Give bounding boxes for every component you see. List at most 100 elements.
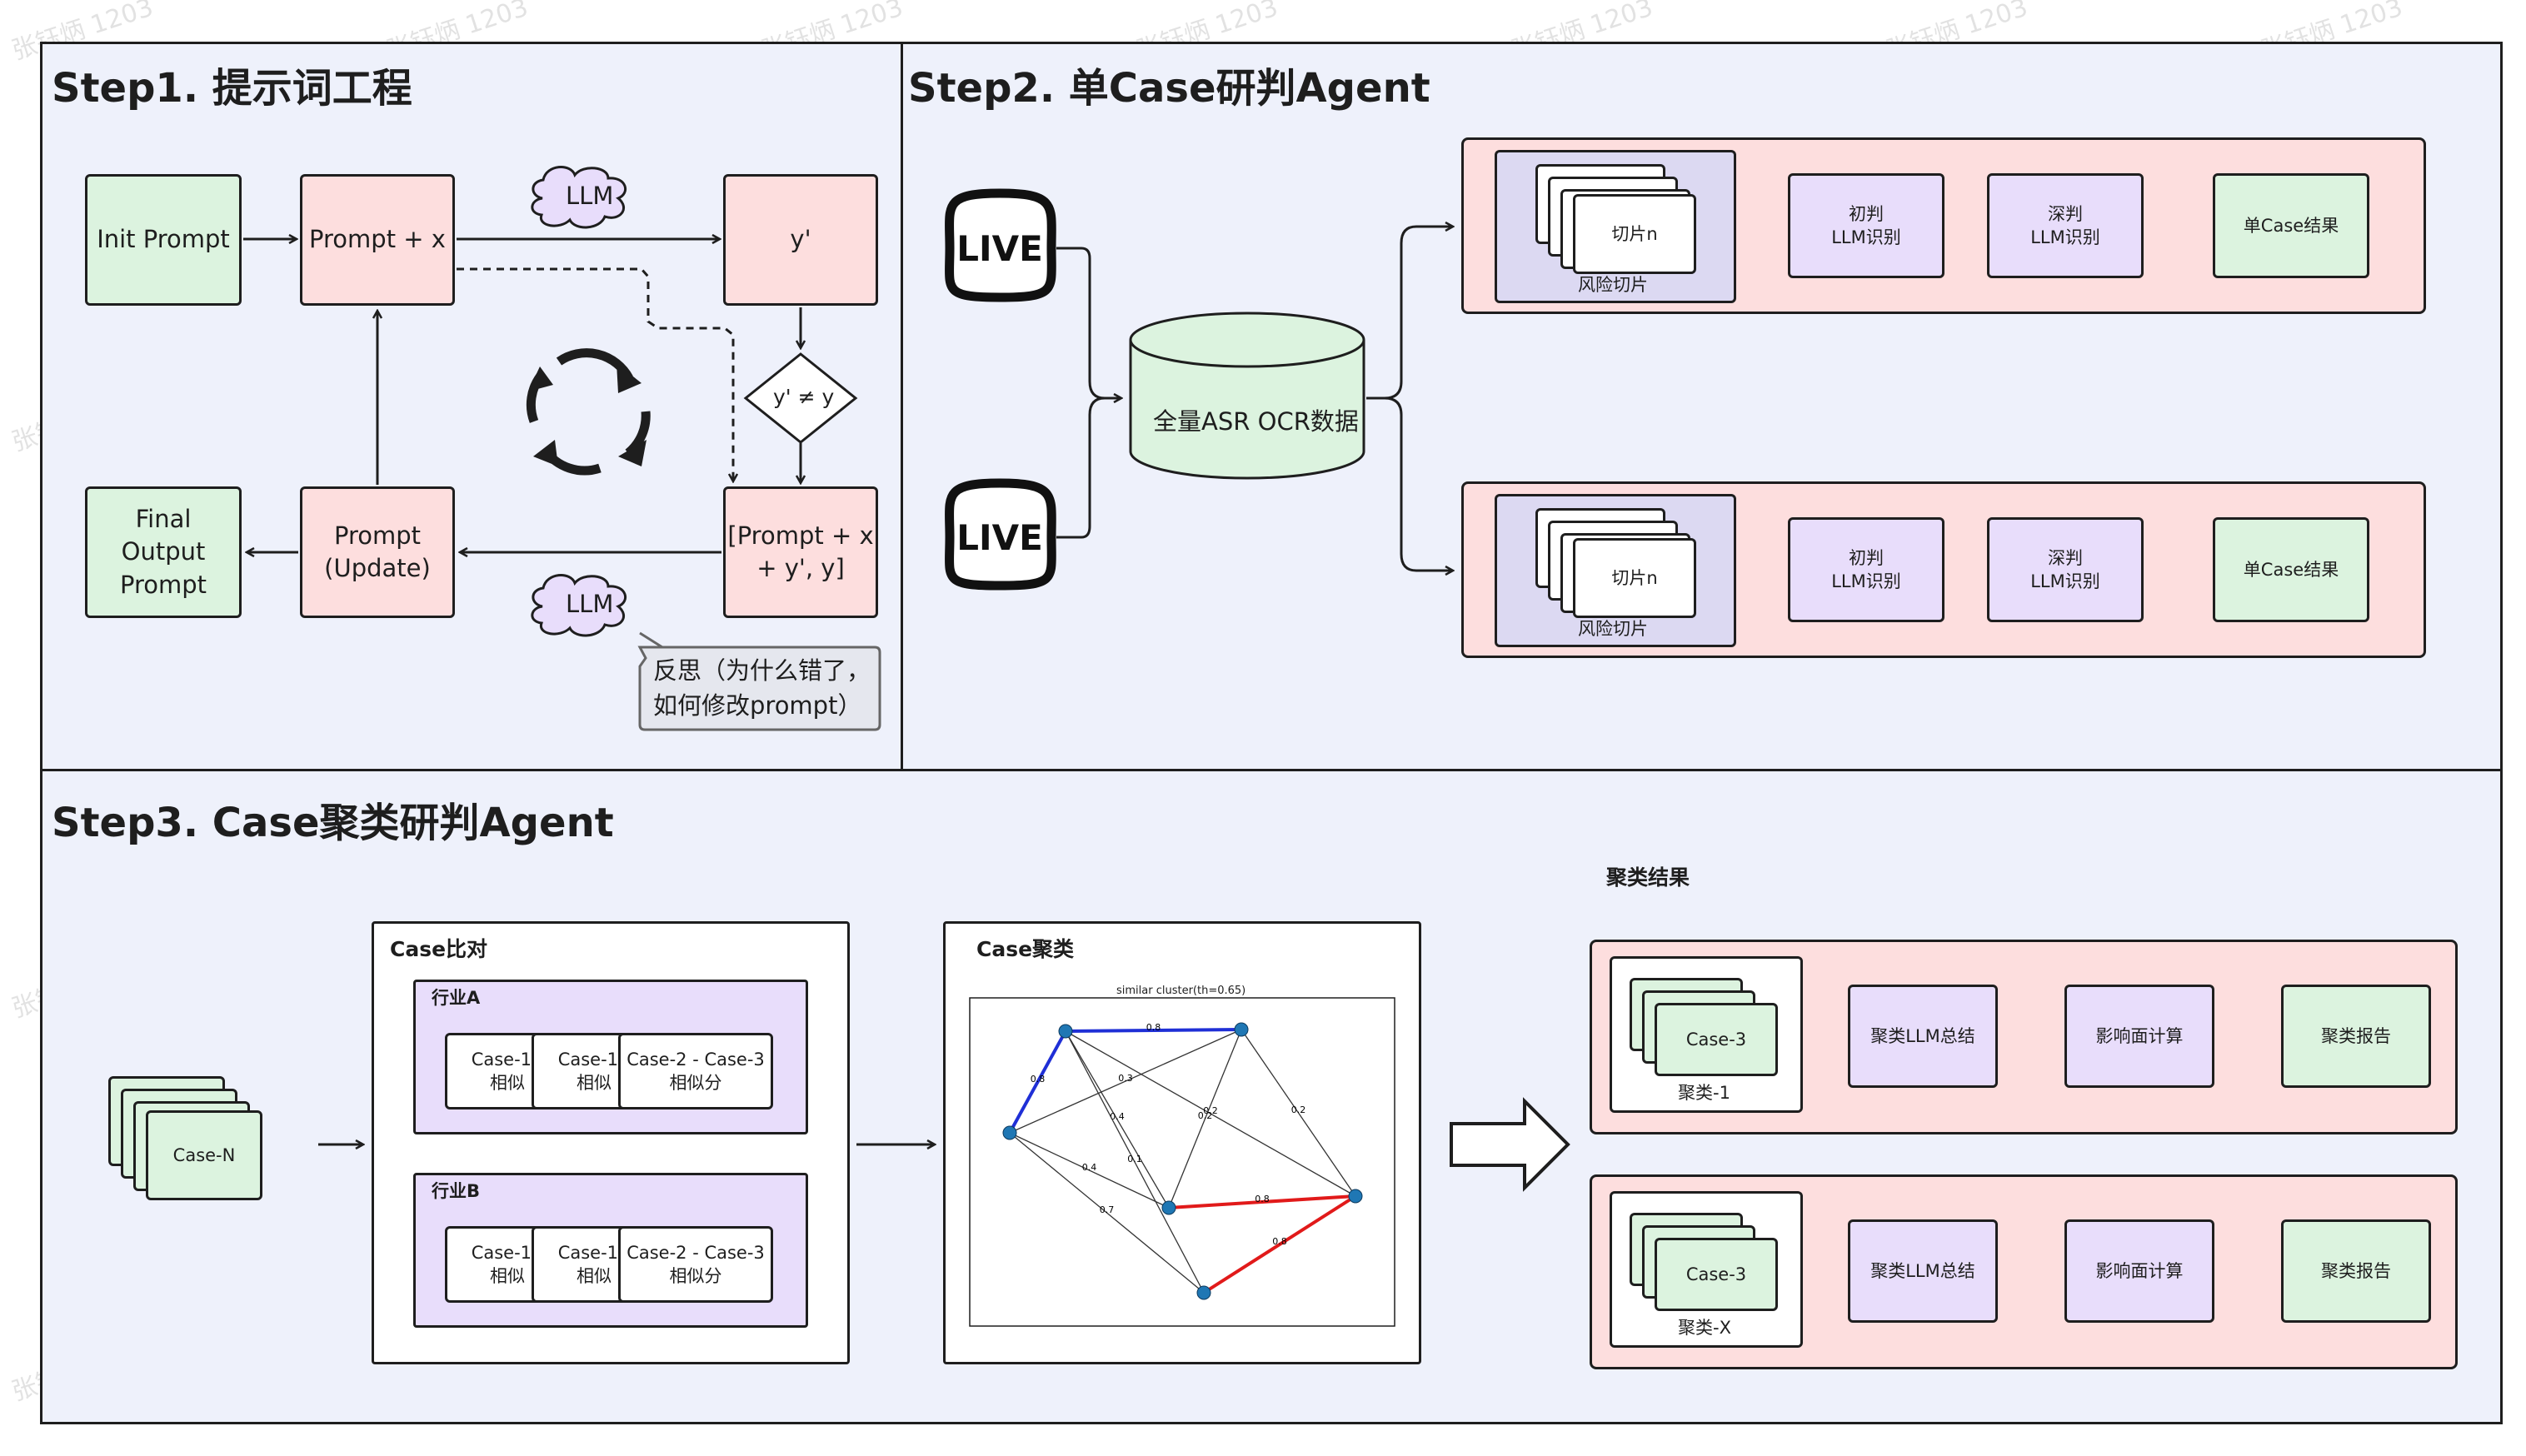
prompt-update-line1: Prompt	[333, 521, 422, 550]
final-output-box: Final Output Prompt	[85, 486, 242, 618]
cluster-report-2-label: 聚类报告	[2321, 1260, 2391, 1281]
initial-judge-2-line2: LLM识别	[1831, 571, 1901, 591]
init-prompt-box: Init Prompt	[85, 174, 242, 306]
pair-b2-line1: Case-1 -	[557, 1242, 631, 1263]
risk-slice-label-1: 风险切片	[1578, 275, 1648, 295]
init-prompt-label: Init Prompt	[97, 225, 230, 254]
case-cluster-title: Case聚类	[976, 937, 1075, 961]
graph-edge	[1241, 1029, 1356, 1197]
y-prime-box: y'	[723, 174, 878, 306]
graph-edge-label: 0.8	[1272, 1236, 1287, 1247]
big-right-arrow	[1450, 1097, 1570, 1192]
case-n-label: Case-N	[172, 1144, 236, 1165]
graph-edge-label: 0.4	[1082, 1162, 1097, 1173]
pair-a1-line1: Case-1 -	[471, 1049, 544, 1070]
cluster-graph: 0.80.80.40.10.20.20.20.30.40.70.80.8	[1002, 1022, 1363, 1300]
graph-node	[1234, 1022, 1249, 1037]
prompt-update-box: Prompt (Update)	[300, 486, 455, 618]
deep-judge-1-line1: 深判	[2048, 203, 2083, 224]
prompt-xyy-line2: + y', y]	[756, 554, 845, 582]
live-badge-top: LIVE	[945, 188, 1056, 302]
final-output-line1: Final	[135, 505, 192, 534]
impact-calc-1: 影响面计算	[2064, 985, 2214, 1088]
final-output-line2: Output	[121, 537, 206, 566]
slice-label-1: 切片n	[1611, 223, 1658, 244]
graph-edge-label: 0.8	[1255, 1194, 1270, 1204]
graph-edge	[1202, 1194, 1357, 1294]
initial-judge-2: 初判 LLM识别	[1788, 517, 1944, 622]
final-output-line3: Prompt	[119, 570, 207, 599]
graph-edge	[1009, 1029, 1242, 1134]
case-result-1: 单Case结果	[2213, 173, 2369, 278]
industry-b-label: 行业B	[432, 1181, 481, 1201]
prompt-x-box: Prompt + x	[300, 174, 455, 306]
prompt-xyy-box: [Prompt + x + y', y]	[723, 486, 878, 618]
initial-judge-1-line1: 初判	[1849, 203, 1884, 224]
graph-edge	[1168, 1029, 1242, 1209]
decision-diamond	[743, 352, 858, 444]
y-prime-label: y'	[790, 225, 811, 254]
cluster-card-1-label: Case-3	[1685, 1029, 1747, 1050]
graph-node	[1196, 1285, 1211, 1300]
graph-edge-label: 0.4	[1110, 1111, 1125, 1122]
slice-card-2: 切片n	[1573, 538, 1696, 618]
step1-title: Step1. 提示词工程	[52, 65, 412, 112]
step2-title: Step2. 单Case研判Agent	[908, 65, 1430, 112]
cluster-result-title: 聚类结果	[1606, 865, 1690, 890]
cluster-x-label: 聚类-X	[1678, 1318, 1731, 1338]
live-badge-bottom: LIVE	[945, 478, 1056, 591]
slice-label-2: 切片n	[1611, 567, 1658, 588]
graph-node	[1002, 1125, 1017, 1140]
cluster-summary-2-label: 聚类LLM总结	[1870, 1260, 1975, 1281]
graph-edge	[1065, 1030, 1170, 1209]
decision-label: y' ≠ y	[773, 385, 835, 409]
graph-edge	[1065, 1028, 1242, 1033]
case-result-2: 单Case结果	[2213, 517, 2369, 622]
cluster-card-2: Case-3	[1655, 1238, 1778, 1311]
refresh-cycle-arrowheads	[528, 363, 646, 466]
pair-b1-line2: 相似	[490, 1266, 525, 1286]
graph-edge	[1168, 1194, 1356, 1209]
pair-a3-line2: 相似分	[669, 1073, 722, 1093]
pair-b3-line2: 相似分	[669, 1266, 722, 1286]
pair-b1-line1: Case-1 -	[471, 1242, 544, 1263]
graph-title: similar cluster(th=0.65)	[1116, 985, 1246, 997]
graph-edge-label: 0.8	[1146, 1022, 1161, 1033]
impact-calc-1-label: 影响面计算	[2095, 1025, 2184, 1046]
risk-slice-label-2: 风险切片	[1578, 619, 1648, 639]
graph-edge-label: 0.1	[1127, 1154, 1142, 1164]
cluster-summary-1: 聚类LLM总结	[1848, 985, 1998, 1088]
live-label-bottom: LIVE	[956, 517, 1043, 558]
graph-frame	[969, 997, 1395, 1327]
initial-judge-2-line1: 初判	[1849, 547, 1884, 568]
cluster-report-1-label: 聚类报告	[2321, 1025, 2391, 1046]
graph-edge	[1008, 1030, 1067, 1134]
prompt-x-label: Prompt + x	[309, 225, 446, 254]
prompt-update-line2: (Update)	[324, 554, 431, 582]
reflection-line2: 如何修改prompt）	[653, 691, 862, 721]
database-cylinder	[1129, 312, 1365, 480]
initial-judge-1-line2: LLM识别	[1831, 227, 1901, 247]
pair-a2-line1: Case-1 -	[557, 1049, 631, 1070]
step3-title: Step3. Case聚类研判Agent	[52, 800, 614, 846]
reflection-line1: 反思（为什么错了，	[653, 656, 871, 685]
pair-a3-line1: Case-2 - Case-3	[627, 1049, 765, 1070]
pair-a1-line2: 相似	[490, 1073, 525, 1093]
cluster-summary-1-label: 聚类LLM总结	[1870, 1025, 1975, 1046]
pair-b2-line2: 相似	[577, 1266, 612, 1286]
graph-node	[1161, 1200, 1176, 1215]
reflection-text: 反思（为什么错了， 如何修改prompt）	[653, 653, 871, 723]
graph-edge-label: 0.7	[1100, 1204, 1115, 1215]
impact-calc-2: 影响面计算	[2064, 1219, 2214, 1323]
cluster-1-label: 聚类-1	[1678, 1083, 1730, 1103]
cluster-report-2: 聚类报告	[2281, 1219, 2431, 1323]
llm-top-label: LLM	[566, 182, 614, 210]
cluster-card-2-label: Case-3	[1685, 1264, 1747, 1284]
prompt-xyy-line1: [Prompt + x	[727, 521, 874, 550]
graph-edge	[1065, 1030, 1205, 1294]
